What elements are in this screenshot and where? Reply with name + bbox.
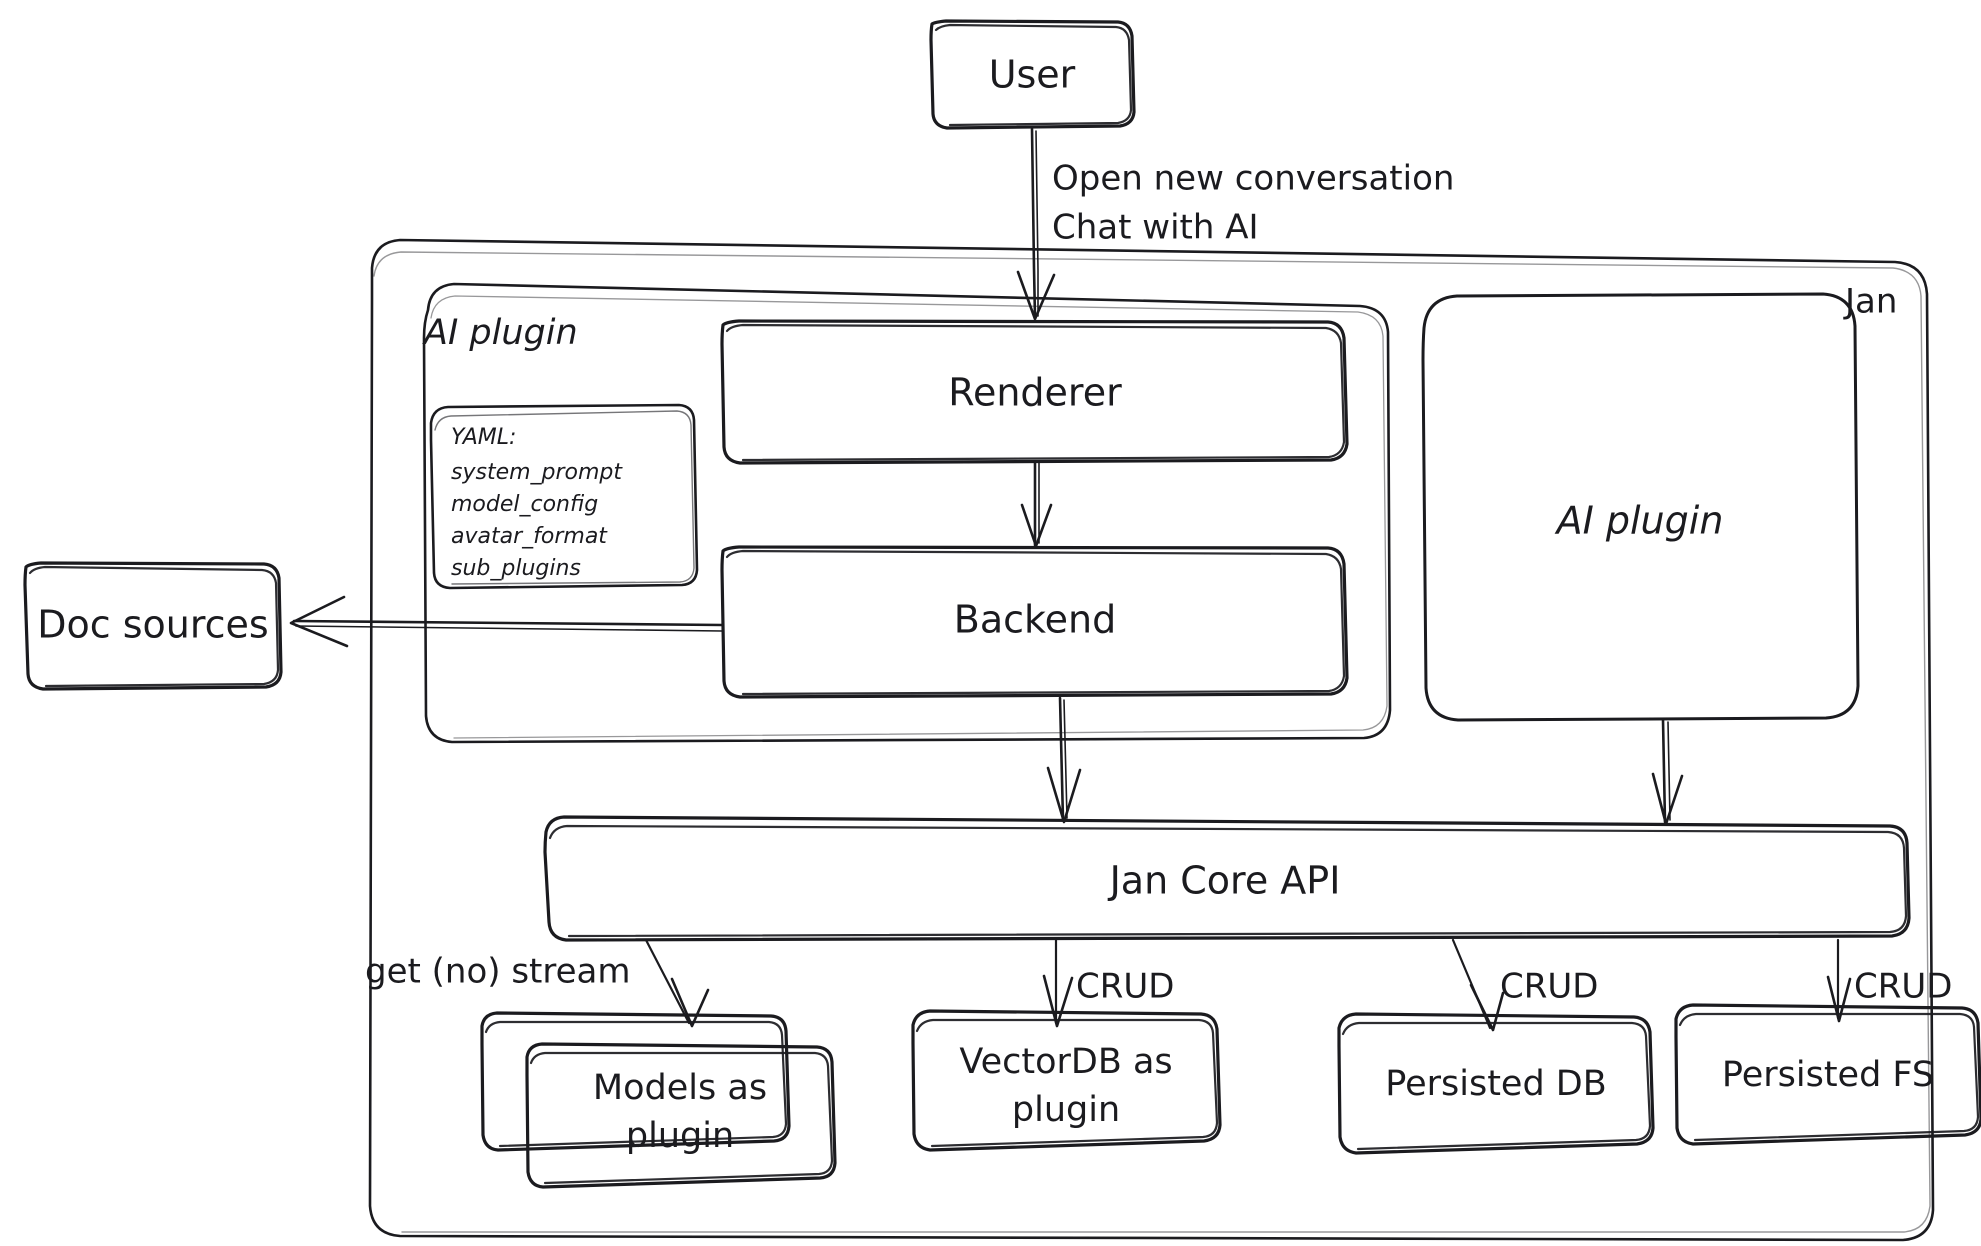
edge-label-get-no-stream: get (no) stream xyxy=(365,952,630,992)
models-plugin-label-line1: Models as xyxy=(593,1068,767,1108)
vectordb-plugin-node[interactable]: VectorDB as plugin xyxy=(911,1009,1222,1152)
edge-user-to-renderer xyxy=(1016,127,1056,321)
edge-ai-plugin-to-core-api xyxy=(1651,718,1684,826)
edge-label-user-renderer-line1: Open new conversation xyxy=(1052,159,1454,199)
models-plugin-node[interactable]: Models as plugin xyxy=(480,1011,837,1189)
user-node[interactable]: User xyxy=(929,19,1136,130)
edge-core-api-to-persisted-fs xyxy=(1826,938,1852,1023)
yaml-note-box[interactable]: YAML: system_prompt model_config avatar_… xyxy=(429,403,699,590)
yaml-note-header: YAML: xyxy=(451,425,516,450)
renderer-node-label: Renderer xyxy=(948,371,1122,415)
edge-renderer-to-backend xyxy=(1020,460,1053,548)
vectordb-plugin-label-line1: VectorDB as xyxy=(959,1042,1172,1082)
backend-node-label: Backend xyxy=(954,598,1116,642)
persisted-db-node[interactable]: Persisted DB xyxy=(1337,1012,1655,1155)
persisted-fs-node[interactable]: Persisted FS xyxy=(1674,1003,1981,1146)
yaml-note-item-2: avatar_format xyxy=(451,524,608,549)
yaml-note-item-3: sub_plugins xyxy=(451,556,581,581)
edge-label-crud-persisted-db: CRUD xyxy=(1500,967,1598,1007)
models-plugin-label-line2: plugin xyxy=(626,1116,734,1156)
vectordb-plugin-label-line2: plugin xyxy=(1012,1090,1120,1130)
yaml-note-item-0: system_prompt xyxy=(451,460,623,485)
edge-core-api-to-models xyxy=(644,938,710,1028)
doc-sources-node-label: Doc sources xyxy=(37,603,268,647)
edge-label-crud-persisted-fs: CRUD xyxy=(1854,967,1952,1007)
edge-label-user-renderer-line2: Chat with AI xyxy=(1052,208,1259,248)
ai-plugin-node[interactable]: AI plugin xyxy=(1421,292,1860,722)
persisted-fs-node-label: Persisted FS xyxy=(1722,1055,1934,1095)
jan-core-api-node[interactable]: Jan Core API xyxy=(543,815,1911,942)
doc-sources-node[interactable]: Doc sources xyxy=(23,561,283,691)
yaml-note-item-1: model_config xyxy=(451,492,598,517)
ai-plugin-group-label: AI plugin xyxy=(422,313,578,353)
edge-backend-to-core-api xyxy=(1046,696,1082,824)
ai-plugin-node-label: AI plugin xyxy=(1554,499,1724,543)
backend-node[interactable]: Backend xyxy=(720,545,1349,699)
ai-plugin-group[interactable]: AI plugin xyxy=(422,282,1392,744)
persisted-db-node-label: Persisted DB xyxy=(1385,1064,1607,1104)
jan-container[interactable]: Jan xyxy=(368,238,1935,1242)
edge-backend-to-doc-sources xyxy=(289,595,724,648)
jan-core-api-node-label: Jan Core API xyxy=(1108,859,1341,903)
edge-core-api-to-vectordb xyxy=(1042,938,1074,1028)
renderer-node[interactable]: Renderer xyxy=(720,319,1349,465)
jan-container-label: Jan xyxy=(1843,282,1897,322)
edge-core-api-to-persisted-db xyxy=(1451,938,1505,1032)
user-node-label: User xyxy=(989,53,1076,97)
edge-label-crud-vectordb: CRUD xyxy=(1076,967,1174,1007)
